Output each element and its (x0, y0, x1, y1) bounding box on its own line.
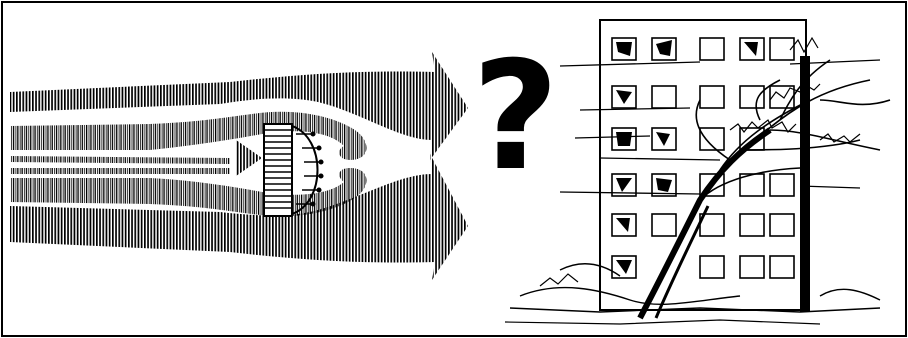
wind-flow-arrows-icon (10, 52, 468, 280)
fallen-tree-icon (505, 38, 890, 324)
damaged-building-icon (560, 20, 880, 310)
question-mark: ? (472, 30, 559, 204)
